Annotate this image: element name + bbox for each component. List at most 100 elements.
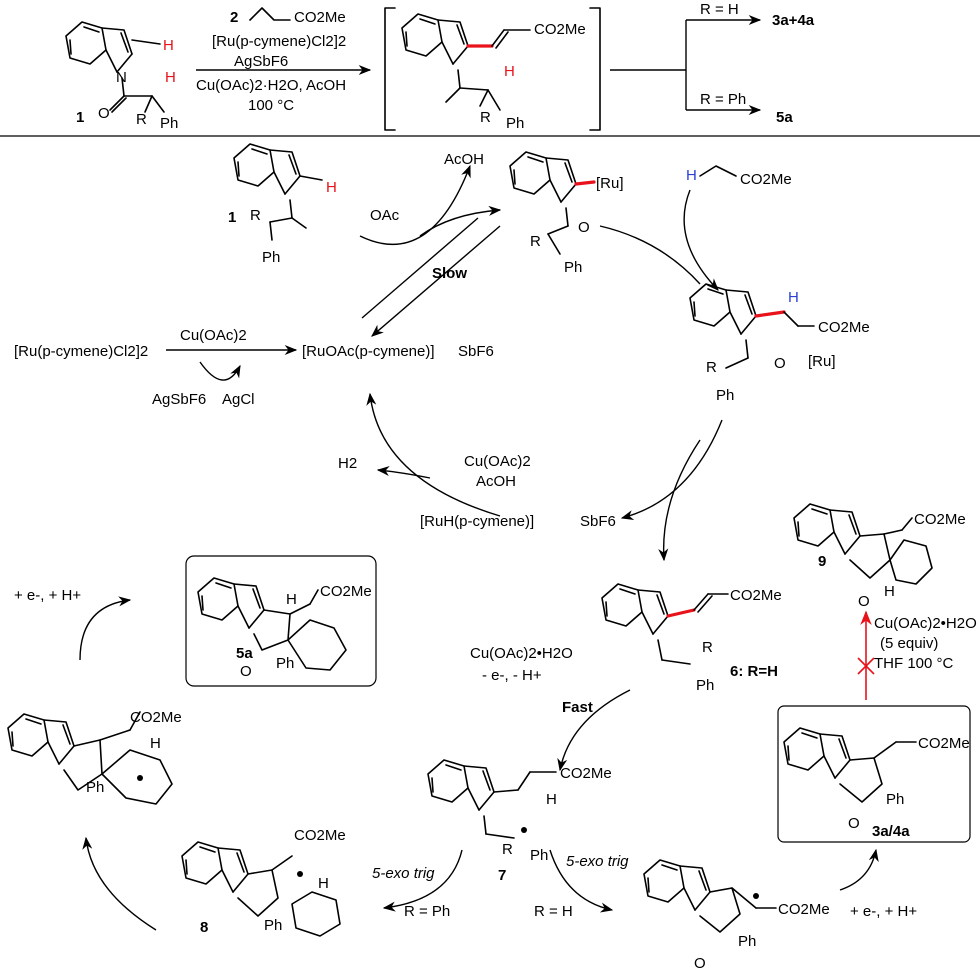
insertion-ester: CO2Me [818,319,870,336]
insertion-arrow-b [599,225,701,285]
acrylate-ester: CO2Me [294,9,346,26]
product-3a-o: O [848,815,860,832]
radical-7-r: R [502,841,513,858]
ru-o: O [578,219,590,236]
radical-right-ester: CO2Me [778,901,830,918]
silver-salt: AgSbF6 [152,391,206,408]
reverse-arrow-b [361,217,479,319]
insertion-complex-structure [689,283,815,369]
radical-8-ph: Ph [264,917,282,934]
set-reagent: Cu(OAc)2•H2O [470,645,573,662]
compound-6-structure [601,583,729,665]
substrate-alpha-h-atom: H [165,69,176,86]
ruthenacycle-structure [509,151,596,255]
reverse-arrow-a [371,225,501,337]
product-5a-label: 5a [236,645,253,662]
cyclohexadienyl-h: H [150,735,161,752]
cmd-arrow [359,164,471,245]
insertion-o: O [774,355,786,372]
radical-7-ester: CO2Me [560,765,612,782]
ru-label: [Ru] [596,175,624,192]
set-loss: - e-, - H+ [482,667,542,684]
product-3a-structure [783,727,917,803]
activation-reagent: Cu(OAc)2 [180,327,247,344]
radical-right-o: O [694,955,706,972]
intermediate-ph: Ph [506,115,524,132]
product-3a-ph: Ph [886,791,904,808]
product-5a-ester: CO2Me [320,583,372,600]
cross-mark-b [857,657,875,675]
product-3a-box [777,705,971,843]
cycle-substrate-h: H [326,179,337,196]
cyclohexadienyl-radical-structure [7,711,173,805]
substrate-1-structure [65,21,165,113]
cyclohexadienyl-ester: CO2Me [130,709,182,726]
regen-reagent: Cu(OAc)2 [464,453,531,470]
cycle-substrate-ph: Ph [262,249,280,266]
catalyst-text: [Ru(p-cymene)Cl2]2 [212,33,346,50]
compound-9-label: 9 [818,553,826,570]
cyclization-left-cond: R = Ph [404,903,450,920]
silver-arrow [199,361,241,381]
h2-arrow [376,466,431,479]
substrate-r-group: R [136,111,147,128]
intermediate-ester: CO2Me [534,21,586,38]
silver-byproduct: AgCl [222,391,255,408]
cyclization-right-text: 5-exo trig [566,853,629,870]
cycle-substrate-structure [233,143,323,241]
substrate-label: 1 [76,109,84,126]
branch-upper-condition: R = H [700,1,739,18]
regen-acid: AcOH [476,473,516,490]
h2-byproduct: H2 [338,455,357,472]
precatalyst-text: [Ru(p-cymene)Cl2]2 [14,343,148,360]
product-5a-o: O [240,663,252,680]
set-arrow [557,689,631,772]
cycle-substrate-label: 1 [228,209,236,226]
radical-right-dot [753,893,759,899]
release-arrow [658,439,701,562]
compound-9-structure [793,503,933,585]
acrylate-ester: CO2Me [740,171,792,188]
substrate-n-atom: N [116,69,127,86]
ru-r: R [530,233,541,250]
fast-label: Fast [562,699,593,716]
radical-8-h: H [318,875,329,892]
catalytic-cycle: H R Ph 1 OAc AcOH Slow [Ru] O R Ph H CO2… [14,143,870,562]
cyclohexadienyl-ph: Ph [86,779,104,796]
insertion-ph: Ph [716,387,734,404]
insertion-h: H [788,289,799,306]
intermediate-h: H [504,63,515,80]
radical-7-label: 7 [498,867,506,884]
branch-lower-product: 5a [776,109,793,126]
hydride-species: [RuH(p-cymene)] [420,513,534,530]
acrylate-h: H [686,167,697,184]
failed-equiv: (5 equiv) [880,635,938,652]
acetate-anion: OAc [370,207,400,224]
insertion-arrow [683,189,719,291]
lower-scheme: CO2Me H Ph O 5a + e-, + H+ CO2Me Ph H [7,503,977,972]
compound-9-ester: CO2Me [914,511,966,528]
temperature-text: 100 °C [248,97,294,114]
acoh-product: AcOH [444,151,484,168]
radical-7-h: H [546,791,557,808]
compound-9-h: H [884,583,895,600]
cyclization-left-arrow [382,849,463,912]
radical-right-structure [643,859,777,933]
branch-lower-condition: R = Ph [700,91,746,108]
insertion-r: R [706,359,717,376]
compound-6-ph: Ph [696,677,714,694]
radical-7-ph: Ph [530,847,548,864]
cyclization-right-cond: R = H [534,903,573,920]
reduction-top-arrow [79,596,132,661]
radical-right-ph: Ph [738,933,756,950]
product-5a-box [185,555,377,687]
ru-ph: Ph [564,259,582,276]
reduction-right-arrow [839,848,879,891]
substrate-ph-group: Ph [160,115,178,132]
branch-upper-product: 3a+4a [772,12,815,29]
radical-8-structure [181,841,341,937]
cyclization-left-text: 5-exo trig [372,865,435,882]
radical-8-dot [297,871,303,877]
radical-dot [137,775,143,781]
radical-7-structure [427,759,557,839]
